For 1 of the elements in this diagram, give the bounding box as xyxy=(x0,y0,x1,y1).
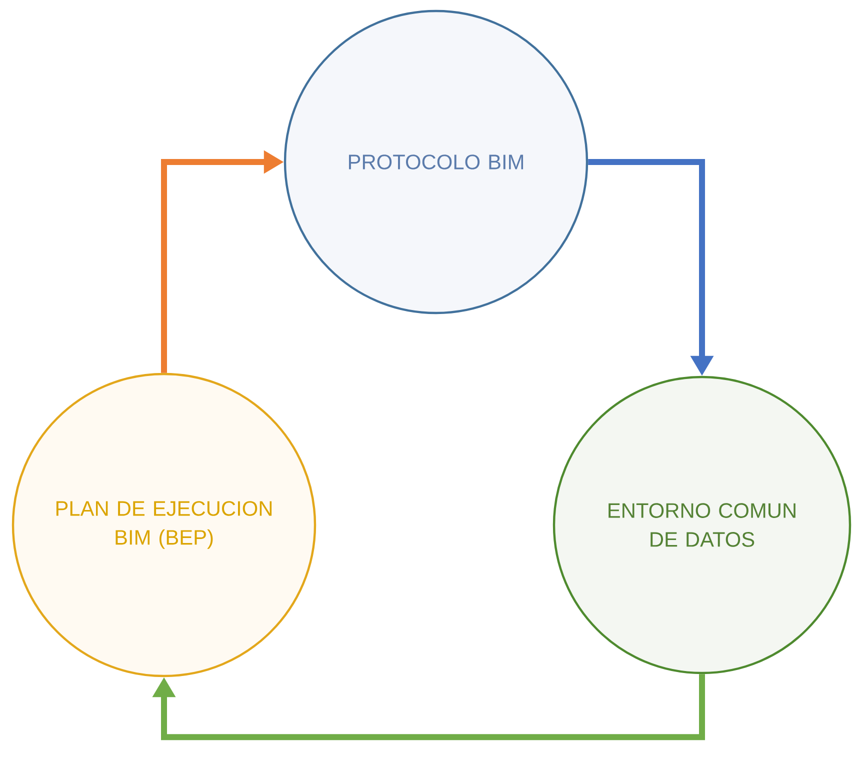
arrow xyxy=(152,674,705,740)
